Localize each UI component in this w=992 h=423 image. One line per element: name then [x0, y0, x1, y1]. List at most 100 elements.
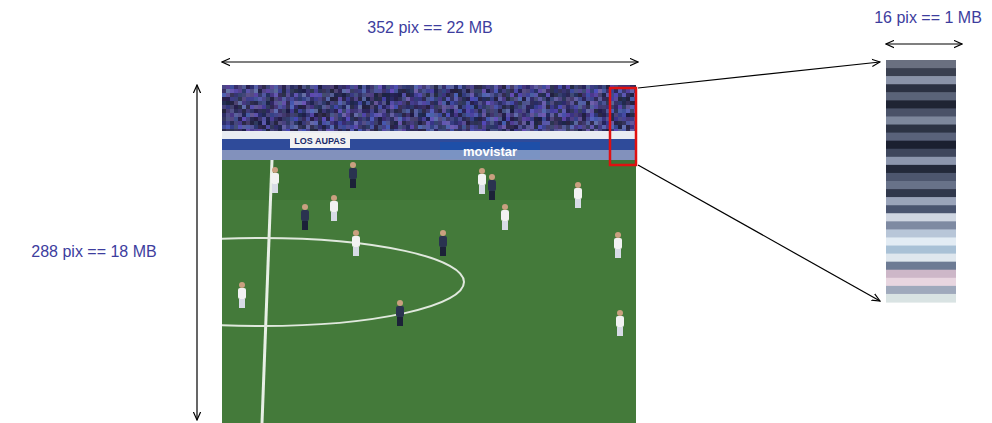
crowd-cell — [242, 125, 246, 129]
crowd-cell — [366, 117, 370, 121]
crowd-cell — [434, 125, 438, 129]
crowd-cell — [386, 93, 390, 97]
crowd-cell — [438, 125, 442, 129]
crowd-cell — [318, 105, 322, 109]
crowd-cell — [326, 117, 330, 121]
crowd-cell — [306, 113, 310, 117]
crowd-cell — [482, 121, 486, 125]
crowd-cell — [270, 89, 274, 93]
crowd-cell — [350, 125, 354, 129]
crowd-cell — [258, 101, 262, 105]
crowd-cell — [354, 113, 358, 117]
crowd-cell — [354, 97, 358, 101]
crowd-cell — [382, 117, 386, 121]
crowd-cell — [462, 121, 466, 125]
crowd-cell — [362, 101, 366, 105]
crowd-cell — [566, 121, 570, 125]
crowd-cell — [582, 109, 586, 113]
strip-band — [886, 92, 956, 101]
crowd-cell — [418, 121, 422, 125]
crowd-cell — [574, 89, 578, 93]
crowd-cell — [422, 93, 426, 97]
crowd-cell — [382, 93, 386, 97]
crowd-cell — [578, 121, 582, 125]
crowd-cell — [614, 101, 618, 105]
crowd-cell — [402, 85, 406, 89]
crowd-cell — [362, 85, 366, 89]
crowd-cell — [478, 109, 482, 113]
crowd-cell — [290, 117, 294, 121]
crowd-cell — [626, 105, 630, 109]
crowd-cell — [582, 121, 586, 125]
crowd-cell — [234, 117, 238, 121]
crowd-cell — [250, 93, 254, 97]
crowd-cell — [430, 109, 434, 113]
crowd-cell — [542, 97, 546, 101]
strip-band — [886, 125, 956, 134]
crowd-cell — [630, 117, 634, 121]
crowd-cell — [298, 93, 302, 97]
crowd-cell — [406, 85, 410, 89]
crowd-cell — [586, 113, 590, 117]
crowd-cell — [546, 121, 550, 125]
crowd-cell — [358, 85, 362, 89]
strip-band — [886, 149, 956, 158]
crowd-cell — [270, 101, 274, 105]
crowd-cell — [518, 93, 522, 97]
crowd-cell — [366, 109, 370, 113]
crowd-cell — [230, 125, 234, 129]
crowd-cell — [614, 109, 618, 113]
crowd-cell — [474, 109, 478, 113]
crowd-cell — [222, 105, 226, 109]
crowd-cell — [390, 109, 394, 113]
crowd-cell — [366, 113, 370, 117]
crowd-cell — [274, 109, 278, 113]
crowd-cell — [542, 109, 546, 113]
crowd-cell — [394, 113, 398, 117]
crowd-cell — [502, 109, 506, 113]
crowd-cell — [562, 93, 566, 97]
crowd-cell — [474, 125, 478, 129]
crowd-cell — [578, 117, 582, 121]
crowd-cell — [630, 113, 634, 117]
strip-band — [886, 165, 956, 174]
crowd-cell — [502, 117, 506, 121]
crowd-cell — [426, 89, 430, 93]
crowd-cell — [522, 105, 526, 109]
crowd-cell — [418, 97, 422, 101]
crowd-cell — [330, 85, 334, 89]
crowd-cell — [398, 89, 402, 93]
crowd-cell — [446, 121, 450, 125]
crowd-cell — [434, 105, 438, 109]
crowd-cell — [298, 121, 302, 125]
crowd-cell — [414, 113, 418, 117]
crowd-cell — [554, 89, 558, 93]
crowd-cell — [310, 125, 314, 129]
crowd-cell — [394, 101, 398, 105]
crowd-cell — [586, 101, 590, 105]
crowd-cell — [286, 101, 290, 105]
crowd-cell — [238, 89, 242, 93]
crowd-cell — [326, 105, 330, 109]
crowd-cell — [414, 117, 418, 121]
crowd-cell — [266, 85, 270, 89]
crowd-cell — [330, 105, 334, 109]
crowd-cell — [598, 105, 602, 109]
crowd-cell — [418, 125, 422, 129]
crowd-cell — [294, 97, 298, 101]
crowd-cell — [578, 109, 582, 113]
crowd-cell — [454, 101, 458, 105]
crowd-cell — [322, 117, 326, 121]
crowd-cell — [598, 89, 602, 93]
crowd-cell — [434, 121, 438, 125]
crowd-cell — [538, 97, 542, 101]
crowd-cell — [242, 105, 246, 109]
crowd-cell — [370, 113, 374, 117]
crowd-cell — [598, 85, 602, 89]
crowd-cell — [290, 113, 294, 117]
crowd-cell — [626, 101, 630, 105]
crowd-cell — [418, 93, 422, 97]
crowd-cell — [562, 125, 566, 129]
crowd-cell — [394, 117, 398, 121]
crowd-cell — [250, 101, 254, 105]
